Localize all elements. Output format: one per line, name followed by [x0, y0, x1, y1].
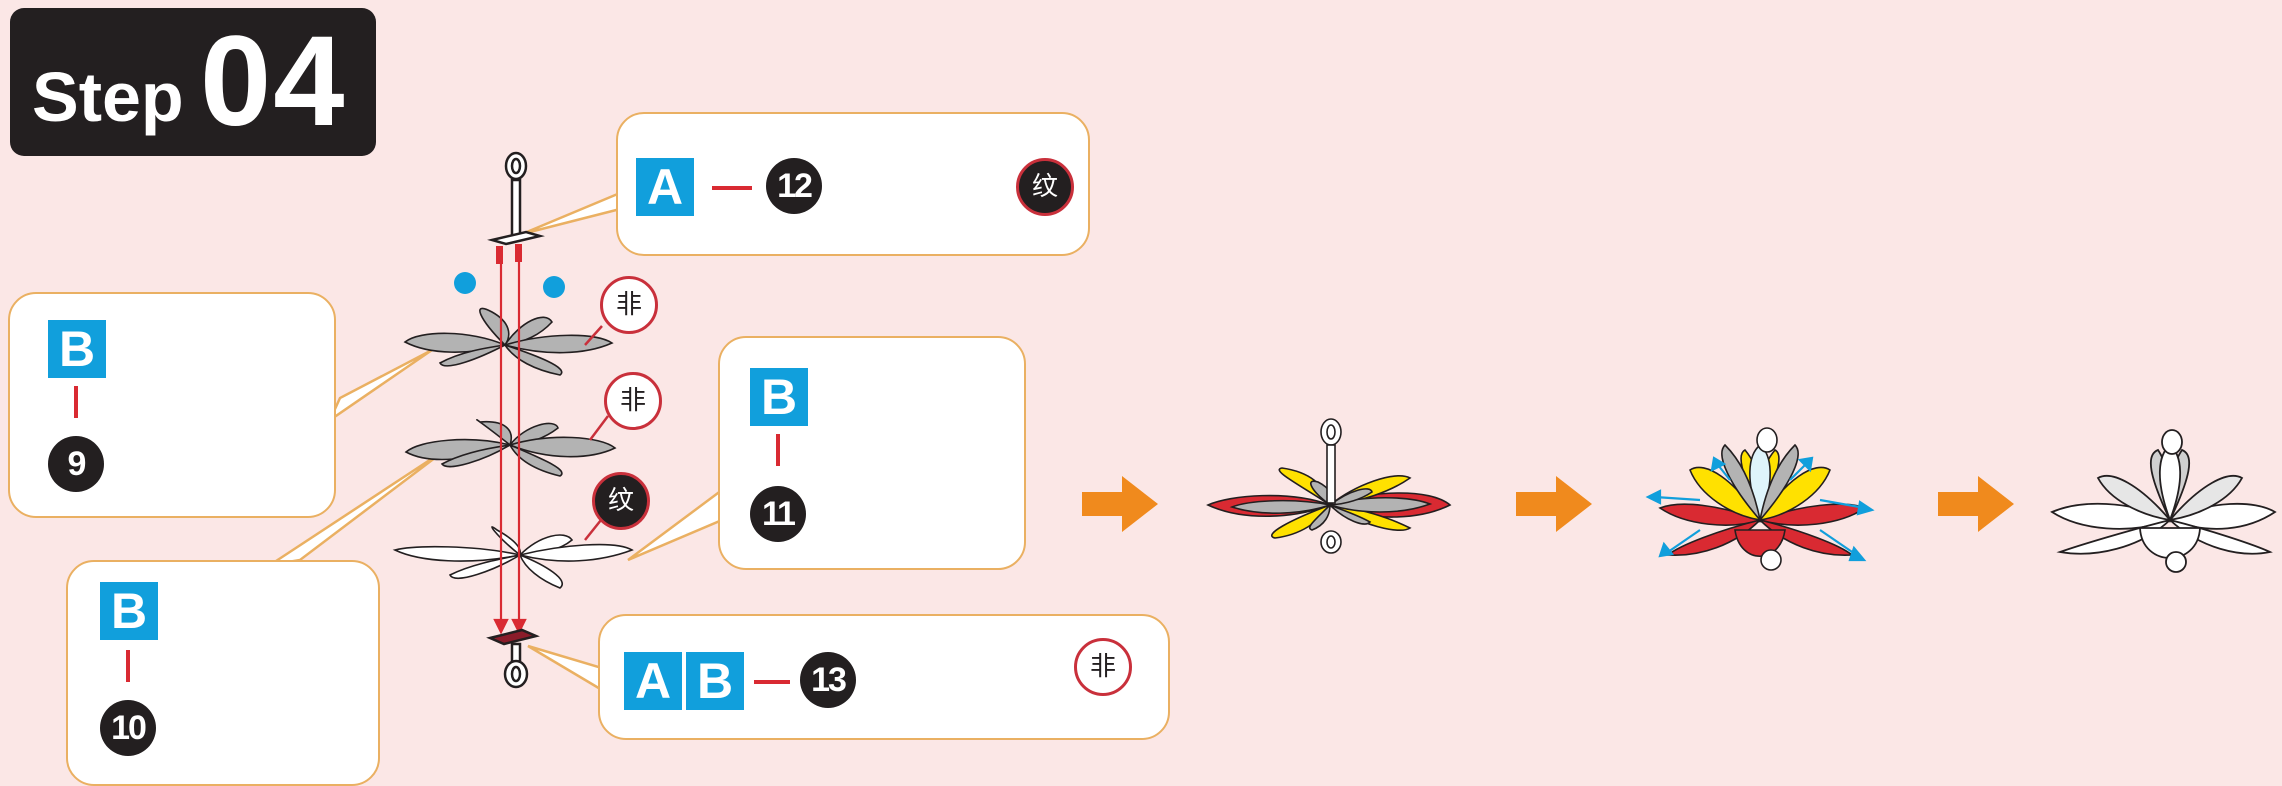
top-pin-red-tab-left	[496, 246, 503, 264]
finished-lotus	[2050, 429, 2277, 573]
layer3-mark: 纹	[592, 472, 650, 530]
dash	[74, 386, 78, 418]
flow-arrow-1	[1082, 476, 1158, 532]
tag-b: B	[100, 582, 158, 640]
dash	[126, 650, 130, 682]
non-texture-mark: 非	[1074, 638, 1132, 696]
tag-b: B	[750, 368, 808, 426]
red-guide-lines	[493, 260, 527, 635]
part-number-11: 11	[750, 486, 806, 542]
layer-petals-3	[392, 526, 634, 589]
layer1-mark: 非	[600, 276, 658, 334]
top-pin	[487, 151, 545, 246]
top-pin-red-tab-right	[515, 244, 522, 262]
blue-dot-right	[543, 276, 565, 298]
callout-b10: B 10	[66, 560, 380, 786]
part-number-10: 10	[100, 700, 156, 756]
callout-ab13: A B 13 非	[598, 614, 1170, 740]
flow-arrow-2	[1516, 476, 1592, 532]
dash	[776, 434, 780, 466]
callout-b11: B 11	[718, 336, 1026, 570]
callout-a12: A 12 纹	[616, 112, 1090, 256]
tag-a: A	[624, 652, 682, 710]
tag-b: B	[686, 652, 744, 710]
leader-ab13	[527, 644, 604, 693]
tag-a: A	[636, 158, 694, 216]
part-number-12: 12	[766, 158, 822, 214]
layer-petals-1	[403, 307, 614, 376]
part-number-13: 13	[800, 652, 856, 708]
dash	[712, 186, 752, 190]
expansion-arrows	[1645, 456, 1875, 562]
texture-mark: 纹	[1016, 158, 1074, 216]
leader-b9	[327, 348, 433, 424]
step-badge: Step 04	[10, 8, 376, 156]
step-label: Step	[32, 58, 184, 136]
dash	[754, 680, 790, 684]
blue-dot-left	[454, 272, 476, 294]
layer2-mark: 非	[604, 372, 662, 430]
mark-leader-1	[584, 325, 603, 346]
part-number-9: 9	[48, 436, 104, 492]
assembled-flat-flower	[1206, 418, 1452, 554]
flow-arrow-3	[1938, 476, 2014, 532]
mark-leader-2	[589, 415, 609, 441]
step-number: 04	[200, 10, 347, 153]
bottom-pin	[486, 628, 540, 689]
tag-b: B	[48, 320, 106, 378]
callout-b9: B 9	[8, 292, 336, 518]
layer-petals-2	[404, 419, 617, 477]
